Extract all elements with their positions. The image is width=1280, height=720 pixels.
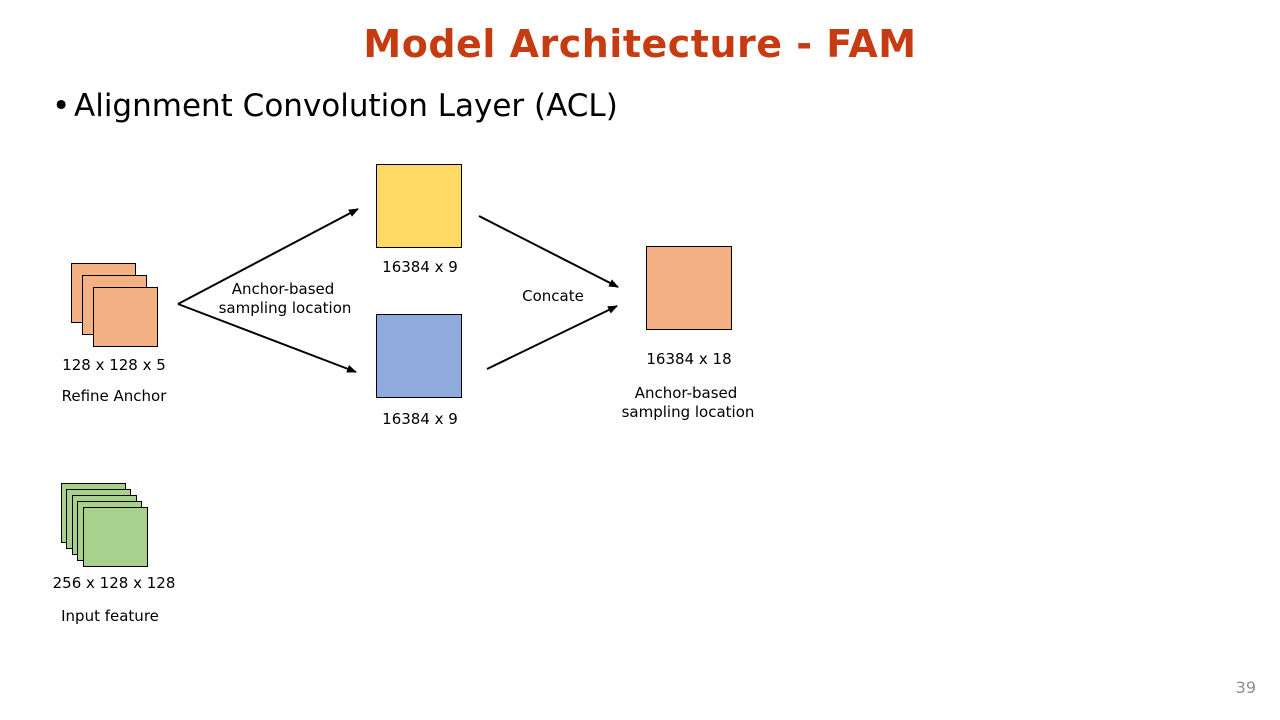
refine-anchor-layer-3	[93, 287, 158, 347]
output-block-dims: 16384 x 18	[646, 350, 732, 368]
input-feature-dims: 256 x 128 x 128	[52, 574, 176, 592]
output-block-label-line2: sampling location	[621, 403, 755, 421]
arrow-to-bottom-block	[177, 303, 357, 373]
output-block-label-line1: Anchor-based	[634, 384, 738, 402]
input-feature-label: Input feature	[61, 607, 159, 625]
page-number: 39	[1235, 678, 1256, 697]
bottom-offset-block	[376, 314, 462, 398]
top-offset-block	[376, 164, 462, 248]
refine-anchor-dims: 128 x 128 x 5	[62, 356, 166, 374]
bottom-block-dims: 16384 x 9	[382, 410, 458, 428]
refine-anchor-label: Refine Anchor	[61, 387, 167, 405]
branch-label-line2: sampling location	[218, 299, 352, 317]
slide-title: Model Architecture - FAM	[363, 22, 917, 66]
bullet-item: •Alignment Convolution Layer (ACL)	[52, 88, 618, 124]
arrow-bottom-to-output	[486, 305, 618, 370]
output-block	[646, 246, 732, 330]
bullet-text: Alignment Convolution Layer (ACL)	[74, 88, 618, 124]
arrow-to-top-block	[177, 208, 359, 305]
arrow-top-to-output	[478, 215, 619, 288]
bullet-dot: •	[52, 88, 71, 124]
top-block-dims: 16384 x 9	[382, 258, 458, 276]
input-feature-layer-5	[83, 507, 148, 567]
concat-label: Concate	[522, 287, 584, 305]
branch-label-line1: Anchor-based	[231, 280, 335, 298]
